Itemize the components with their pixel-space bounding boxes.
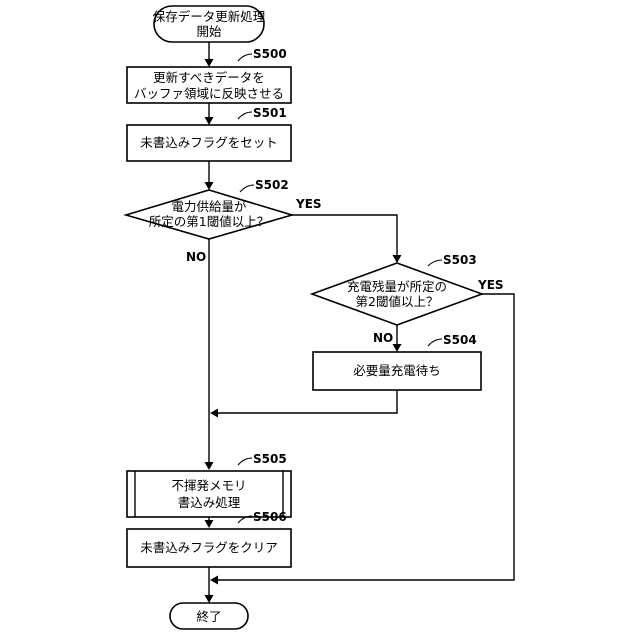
start-terminal-line1: 保存データ更新処理 bbox=[153, 9, 266, 24]
step-s505-label: S505 bbox=[253, 452, 287, 466]
arrowhead bbox=[205, 117, 214, 125]
step-s500-leader bbox=[238, 54, 252, 61]
step-s501-label: S501 bbox=[253, 106, 287, 120]
step-s500-label: S500 bbox=[253, 47, 287, 61]
arrowhead bbox=[210, 409, 218, 418]
step-s505-leader bbox=[238, 458, 252, 465]
arrowhead bbox=[393, 255, 402, 263]
decision-s502-line1: 電力供給量が bbox=[171, 199, 247, 214]
decision-s502-no-label: NO bbox=[186, 250, 206, 264]
step-s505-line1: 不揮発メモリ bbox=[171, 478, 246, 493]
decision-s502: 電力供給量が 所定の第1閾値以上？ S502 YES NO bbox=[126, 178, 322, 264]
step-s501-text: 未書込みフラグをセット bbox=[140, 135, 278, 150]
decision-s503-leader bbox=[428, 260, 442, 266]
arrowhead bbox=[205, 520, 214, 528]
decision-s503-line1: 充電残量が所定の bbox=[347, 279, 447, 294]
step-s500-line2: バッファ領域に反映させる bbox=[134, 86, 284, 101]
step-s505-line2: 書込み処理 bbox=[178, 495, 241, 510]
arrowhead bbox=[205, 462, 214, 470]
arrowhead bbox=[393, 344, 402, 352]
start-terminal: 保存データ更新処理 開始 bbox=[153, 6, 266, 42]
decision-s503-yes-label: YES bbox=[477, 278, 504, 292]
decision-s502-leader bbox=[240, 185, 254, 192]
connector-s504-merge bbox=[217, 390, 397, 413]
end-terminal: 終了 bbox=[170, 603, 248, 629]
arrowhead bbox=[205, 59, 214, 67]
step-s501-leader bbox=[238, 112, 252, 119]
step-s500-line1: 更新すべきデータを bbox=[153, 70, 265, 85]
connector-s502-yes-s503 bbox=[292, 215, 397, 256]
decision-s502-line2: 所定の第1閾値以上？ bbox=[149, 214, 269, 229]
arrowhead bbox=[210, 576, 218, 585]
decision-s502-label: S502 bbox=[255, 178, 289, 192]
decision-s503: 充電残量が所定の 第2閾値以上？ S503 YES NO bbox=[312, 253, 504, 345]
step-s506-label: S506 bbox=[253, 510, 287, 524]
decision-s503-label: S503 bbox=[443, 253, 477, 267]
start-terminal-line2: 開始 bbox=[196, 24, 222, 39]
step-s504-leader bbox=[428, 339, 442, 346]
step-s506-text: 未書込みフラグをクリア bbox=[140, 540, 278, 555]
arrowhead bbox=[205, 595, 214, 603]
step-s504-text: 必要量充電待ち bbox=[353, 363, 441, 378]
decision-s503-no-label: NO bbox=[373, 331, 393, 345]
arrowhead bbox=[205, 182, 214, 190]
end-terminal-text: 終了 bbox=[196, 609, 221, 624]
decision-s502-yes-label: YES bbox=[295, 197, 322, 211]
decision-s503-line2: 第2閾値以上？ bbox=[356, 294, 439, 309]
step-s504-label: S504 bbox=[443, 333, 477, 347]
